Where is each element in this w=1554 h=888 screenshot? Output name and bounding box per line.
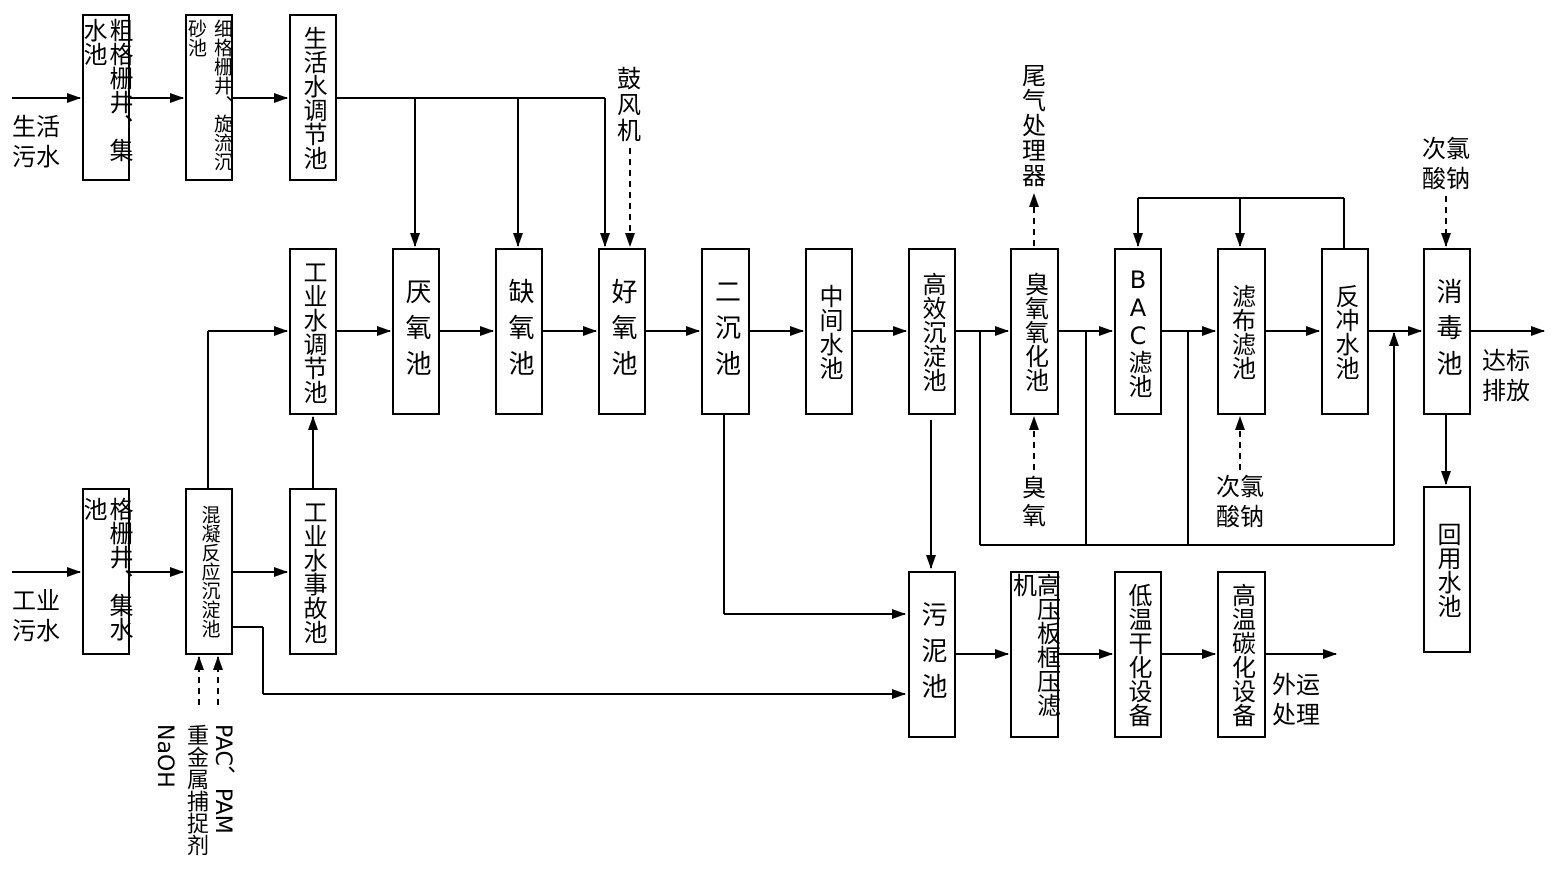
bac-label: BAC滤池 bbox=[1124, 265, 1152, 398]
anoxic-box: 缺氧池 bbox=[495, 248, 543, 415]
intermediate-label: 中间水池 bbox=[815, 283, 843, 380]
industrial-inflow-label: 工业 污水 bbox=[12, 587, 60, 645]
intermediate-box: 中间水池 bbox=[805, 248, 853, 415]
backwash-box: 反冲水池 bbox=[1321, 248, 1369, 415]
cloth-filter-box: 滤布滤池 bbox=[1217, 248, 1266, 415]
disinfect-label: 消毒池 bbox=[1432, 277, 1462, 386]
cloth-filter-label: 滤布滤池 bbox=[1227, 283, 1256, 380]
blower-label: 鼓 风 机 bbox=[617, 65, 641, 145]
ozone-ox-label: 臭氧氧化池 bbox=[1020, 271, 1049, 392]
tail-gas-label: 尾 气 处 理 器 bbox=[1022, 62, 1046, 190]
hi-eff-label: 高效沉淀池 bbox=[918, 271, 946, 392]
domestic-tank-box: 生活水调节池 bbox=[289, 14, 337, 181]
filter-press-box: 高压板框压滤机 bbox=[1008, 571, 1061, 738]
hypochlorite-top-label: 次氯 酸钠 bbox=[1422, 135, 1470, 193]
filter-press-label: 高压板框压滤机 bbox=[1008, 573, 1061, 717]
chemical-pac-label: PAC、PAM bbox=[210, 724, 235, 834]
reuse-label: 回用水池 bbox=[1433, 521, 1461, 618]
secondary-box: 二沉池 bbox=[701, 248, 750, 415]
coag-box: 混凝反应沉淀池 bbox=[185, 488, 233, 655]
screen-ind-box: 格栅井、集水池 bbox=[79, 488, 133, 655]
chemical-heavy-metal-label: 重金属捕捉剂 bbox=[183, 724, 208, 856]
accident-label: 工业水事故池 bbox=[299, 499, 327, 644]
domestic-tank-label: 生活水调节池 bbox=[299, 25, 327, 170]
reuse-box: 回用水池 bbox=[1423, 486, 1471, 653]
aerobic-box: 好氧池 bbox=[598, 248, 646, 415]
accident-box: 工业水事故池 bbox=[289, 488, 337, 655]
bac-box: BAC滤池 bbox=[1114, 248, 1162, 415]
ozone-label: 臭 氧 bbox=[1022, 474, 1046, 530]
industrial-tank-label: 工业水调节池 bbox=[299, 259, 327, 404]
disinfect-box: 消毒池 bbox=[1423, 248, 1471, 415]
hypochlorite-mid-label: 次氯 酸钠 bbox=[1216, 473, 1264, 531]
fine-screen-label: 细格栅井、旋流沉砂池 bbox=[185, 18, 233, 171]
carbonize-label: 高温碳化设备 bbox=[1227, 582, 1256, 727]
screen-ind-label: 格栅井、集水池 bbox=[79, 496, 133, 641]
sludge-label: 污泥池 bbox=[917, 600, 947, 709]
coag-label: 混凝反应沉淀池 bbox=[198, 505, 221, 638]
hi-eff-box: 高效沉淀池 bbox=[908, 248, 956, 415]
anaerobic-box: 厌氧池 bbox=[392, 248, 440, 415]
coarse-screen-label: 粗格栅井、集水池 bbox=[79, 17, 133, 162]
dryer-box: 低温干化设备 bbox=[1114, 571, 1162, 738]
coarse-screen-box: 粗格栅井、集水池 bbox=[79, 14, 133, 181]
industrial-tank-box: 工业水调节池 bbox=[289, 248, 337, 415]
discharge-label: 达标 排放 bbox=[1482, 347, 1530, 405]
ozone-ox-box: 臭氧氧化池 bbox=[1010, 248, 1059, 415]
carbonize-box: 高温碳化设备 bbox=[1217, 571, 1266, 738]
dryer-label: 低温干化设备 bbox=[1124, 582, 1152, 727]
fine-screen-box: 细格栅井、旋流沉砂池 bbox=[185, 14, 233, 181]
secondary-label: 二沉池 bbox=[710, 277, 741, 386]
anoxic-label: 缺氧池 bbox=[504, 277, 534, 386]
aerobic-label: 好氧池 bbox=[607, 277, 637, 386]
domestic-inflow-label: 生活 污水 bbox=[12, 113, 60, 171]
anaerobic-label: 厌氧池 bbox=[401, 277, 431, 386]
chemical-naoh-label: NaOH bbox=[152, 724, 177, 788]
transport-label: 外运 处理 bbox=[1272, 671, 1320, 729]
backwash-label: 反冲水池 bbox=[1331, 283, 1359, 380]
sludge-box: 污泥池 bbox=[908, 571, 956, 738]
